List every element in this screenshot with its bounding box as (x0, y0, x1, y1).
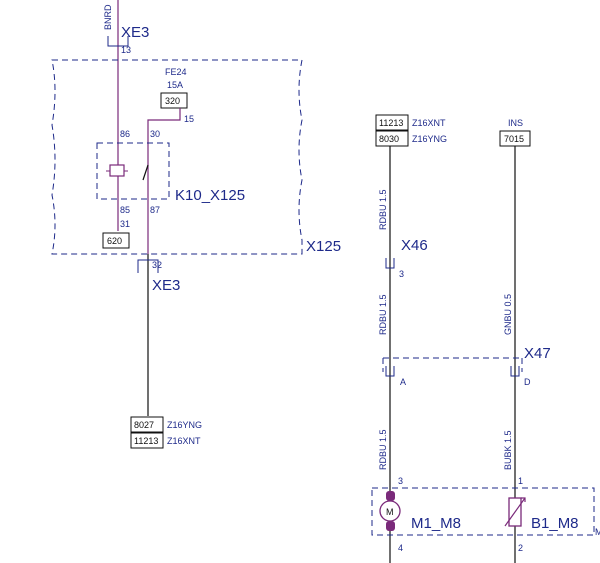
top-wire-label: BNRD (103, 4, 113, 30)
motor-terminal-bottom (386, 521, 395, 531)
ref-box-8027-text: Z16YNG (167, 420, 202, 430)
fuse-box (160, 92, 188, 109)
ref-box-right-8030-text: Z16YNG (412, 134, 447, 144)
ref-box-right-8030-number: 8030 (379, 134, 399, 144)
x47-pin-d: D (524, 377, 531, 387)
ref-box-11213-number: 11213 (134, 436, 158, 446)
relay-pin-87: 87 (150, 205, 160, 215)
ref-box-right-11213-number: 11213 (379, 118, 403, 128)
wire-label-rdbu-low: RDBU 1.5 (378, 429, 388, 470)
ins-box-number: 7015 (504, 134, 524, 144)
component-housing (371, 487, 595, 536)
ref-box-right-11213-text: Z16XNT (412, 118, 446, 128)
ref-box-right-8030 (375, 130, 409, 147)
motor-pin-top: 3 (398, 476, 403, 486)
ground-box-number: 620 (107, 236, 122, 246)
relay-label: K10_X125 (175, 187, 245, 204)
xe3-bottom-pin: 32 (152, 260, 162, 270)
sensor-label: B1_M8 (531, 515, 579, 532)
x125-housing (51, 59, 303, 255)
ground-box (102, 232, 130, 249)
wire-label-rdbu-top: RDBU 1.5 (378, 189, 388, 230)
sensor-pin-bottom: 2 (518, 543, 523, 553)
xe3-bottom-connector (137, 259, 159, 273)
wire-label-bubk: BUBK 1.5 (503, 430, 513, 470)
fuse-box-number: 320 (165, 96, 180, 106)
edge-mark: M (595, 527, 600, 537)
relay-pin-86: 86 (120, 129, 130, 139)
x46-connector (385, 258, 395, 269)
ins-label: INS (508, 118, 523, 128)
ref-box-11213-text: Z16XNT (167, 436, 201, 446)
fuse-name: FE24 (165, 67, 187, 77)
x47-pin-a-connector (385, 366, 395, 377)
relay-pin-85: 85 (120, 205, 130, 215)
motor-label: M1_M8 (411, 515, 461, 532)
x46-label: X46 (401, 237, 428, 254)
ref-box-8027 (130, 416, 164, 433)
xe3-bottom-label: XE3 (152, 277, 180, 294)
ref-box-11213 (130, 432, 164, 449)
wire-label-gnbu: GNBU 0.5 (503, 294, 513, 335)
ref-box-8027-number: 8027 (134, 420, 154, 430)
motor-symbol: M (386, 507, 394, 517)
relay-housing (96, 142, 170, 200)
motor-pin-bottom: 4 (398, 543, 403, 553)
fuse-rating: 15A (167, 80, 183, 90)
x125-label: X125 (306, 238, 341, 255)
x46-pin: 3 (399, 269, 404, 279)
motor-icon (379, 500, 401, 522)
xe3-top-pin: 13 (121, 45, 131, 55)
relay-pin-30: 30 (150, 129, 160, 139)
fuse-pin: 15 (184, 114, 194, 124)
relay-coil (109, 164, 125, 177)
ref-box-right-11213 (375, 114, 409, 131)
x47-pin-d-connector (510, 366, 520, 377)
xe3-top-connector (107, 36, 129, 47)
x47-pin-a: A (400, 377, 406, 387)
x47-label: X47 (524, 345, 551, 362)
relay-feed-wire (147, 108, 181, 254)
xe3-top-label: XE3 (121, 24, 149, 41)
motor-terminal-top (386, 491, 395, 501)
relay-contact (142, 164, 149, 181)
relay-pin-31: 31 (120, 219, 130, 229)
sensor-pin-top: 1 (518, 476, 523, 486)
wire-label-rdbu-mid: RDBU 1.5 (378, 294, 388, 335)
